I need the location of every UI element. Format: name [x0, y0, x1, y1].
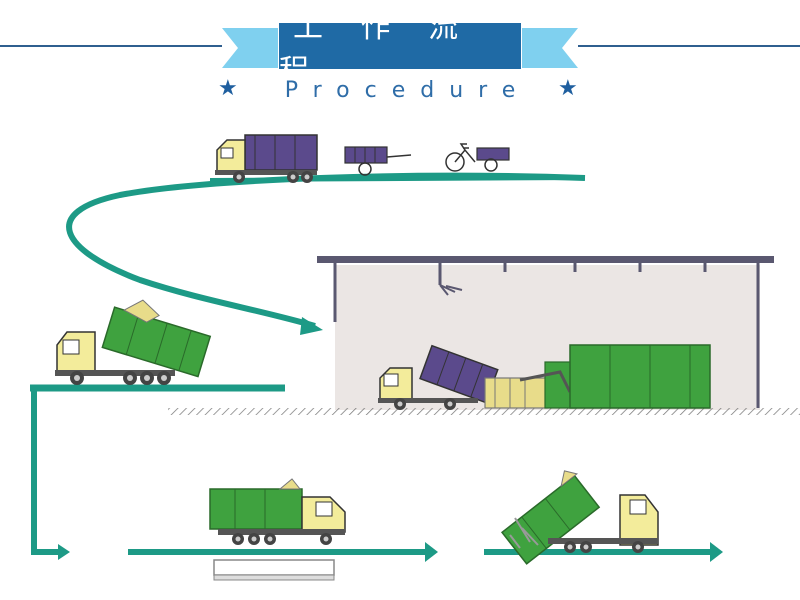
- flow-drop: [31, 386, 58, 555]
- star-icon: ★: [558, 76, 578, 101]
- weigh-road-arrowhead: [425, 542, 438, 562]
- header-right-line: [578, 45, 800, 47]
- flow-drop-arrowhead: [58, 544, 70, 560]
- truck-icon: [215, 134, 318, 183]
- truck-icon: [55, 299, 212, 385]
- truck-icon: [500, 470, 659, 565]
- scale-icon: [213, 559, 335, 581]
- header-left-line: [0, 45, 222, 47]
- ribbon-left: [222, 28, 278, 68]
- waste-debris: [509, 517, 539, 549]
- cart-icon: [344, 146, 412, 176]
- unload-road-arrowhead: [710, 542, 723, 562]
- ribbon-right: [522, 28, 578, 68]
- grab-claw-icon: [439, 284, 463, 296]
- page-subtitle: Procedure: [284, 78, 531, 103]
- flow-curve-arrowhead: [300, 317, 323, 335]
- compactor-icon: [484, 344, 711, 409]
- ground-surface: [168, 408, 800, 415]
- truck-icon: [378, 344, 499, 410]
- truck-icon: [209, 478, 346, 545]
- flow-curve: [66, 172, 586, 329]
- header-ribbons: [222, 28, 578, 68]
- tricycle-icon: [445, 143, 510, 172]
- star-icon: ★: [218, 76, 238, 101]
